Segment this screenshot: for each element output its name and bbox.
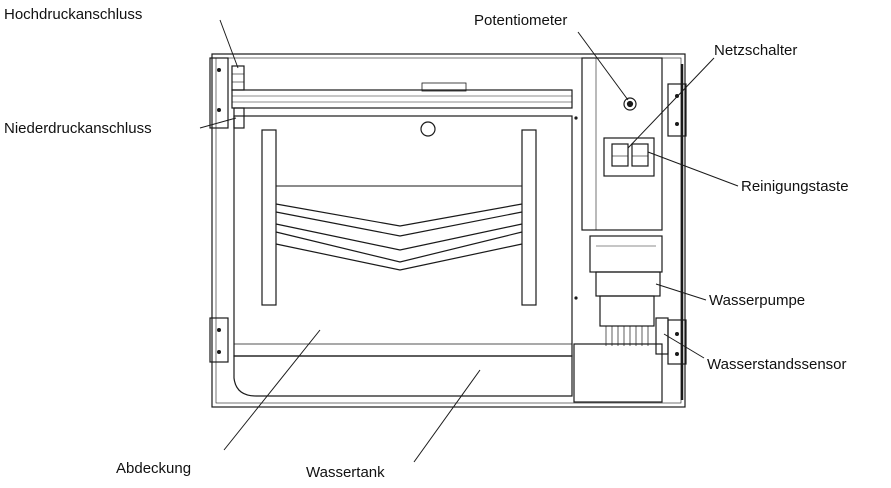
pump-bracket (589, 235, 663, 273)
leader-wasserstandssensor (663, 333, 705, 359)
leader-reinigungstaste (647, 151, 739, 187)
leader-potentiometer (577, 31, 629, 101)
leader-netzschalter (627, 57, 715, 149)
leader-hochdruck (219, 19, 239, 69)
leader-niederdruck (199, 117, 237, 129)
label-wasserpumpe: Wasserpumpe (709, 292, 806, 309)
leader-wasserpumpe (655, 283, 707, 301)
label-wassertank: Wassertank (306, 464, 385, 481)
leader-abdeckung (223, 329, 321, 451)
housing-outline (211, 53, 686, 408)
pump-reservoir (573, 343, 663, 403)
high-pressure-connector (231, 65, 245, 91)
electronics-panel (581, 57, 663, 231)
cleaning-button (631, 143, 649, 167)
water-tank (233, 355, 573, 397)
right-top-bracket (667, 83, 687, 137)
label-reinigungstaste: Reinigungstaste (741, 178, 849, 195)
label-wasserstandssensor: Wasserstandssensor (707, 356, 847, 373)
left-bottom-bracket (209, 317, 229, 363)
right-handle (521, 129, 537, 306)
label-abdeckung: Abdeckung (116, 460, 192, 477)
label-niederdruckanschluss: Niederdruckanschluss (4, 120, 152, 137)
left-top-bracket (209, 57, 229, 129)
label-potentiometer: Potentiometer (474, 12, 568, 29)
water-pump-top (595, 271, 661, 297)
water-pump-body (599, 295, 655, 327)
potentiometer-knob (623, 97, 637, 111)
cover-knob (420, 121, 436, 137)
switch-block (603, 137, 655, 177)
label-hochdruckanschluss: Hochdruckanschluss (4, 6, 143, 23)
left-handle (261, 129, 277, 306)
top-hinge-bar (231, 89, 573, 109)
power-switch (611, 143, 629, 167)
leader-wassertank (413, 369, 481, 463)
label-netzschalter: Netzschalter (714, 42, 798, 59)
